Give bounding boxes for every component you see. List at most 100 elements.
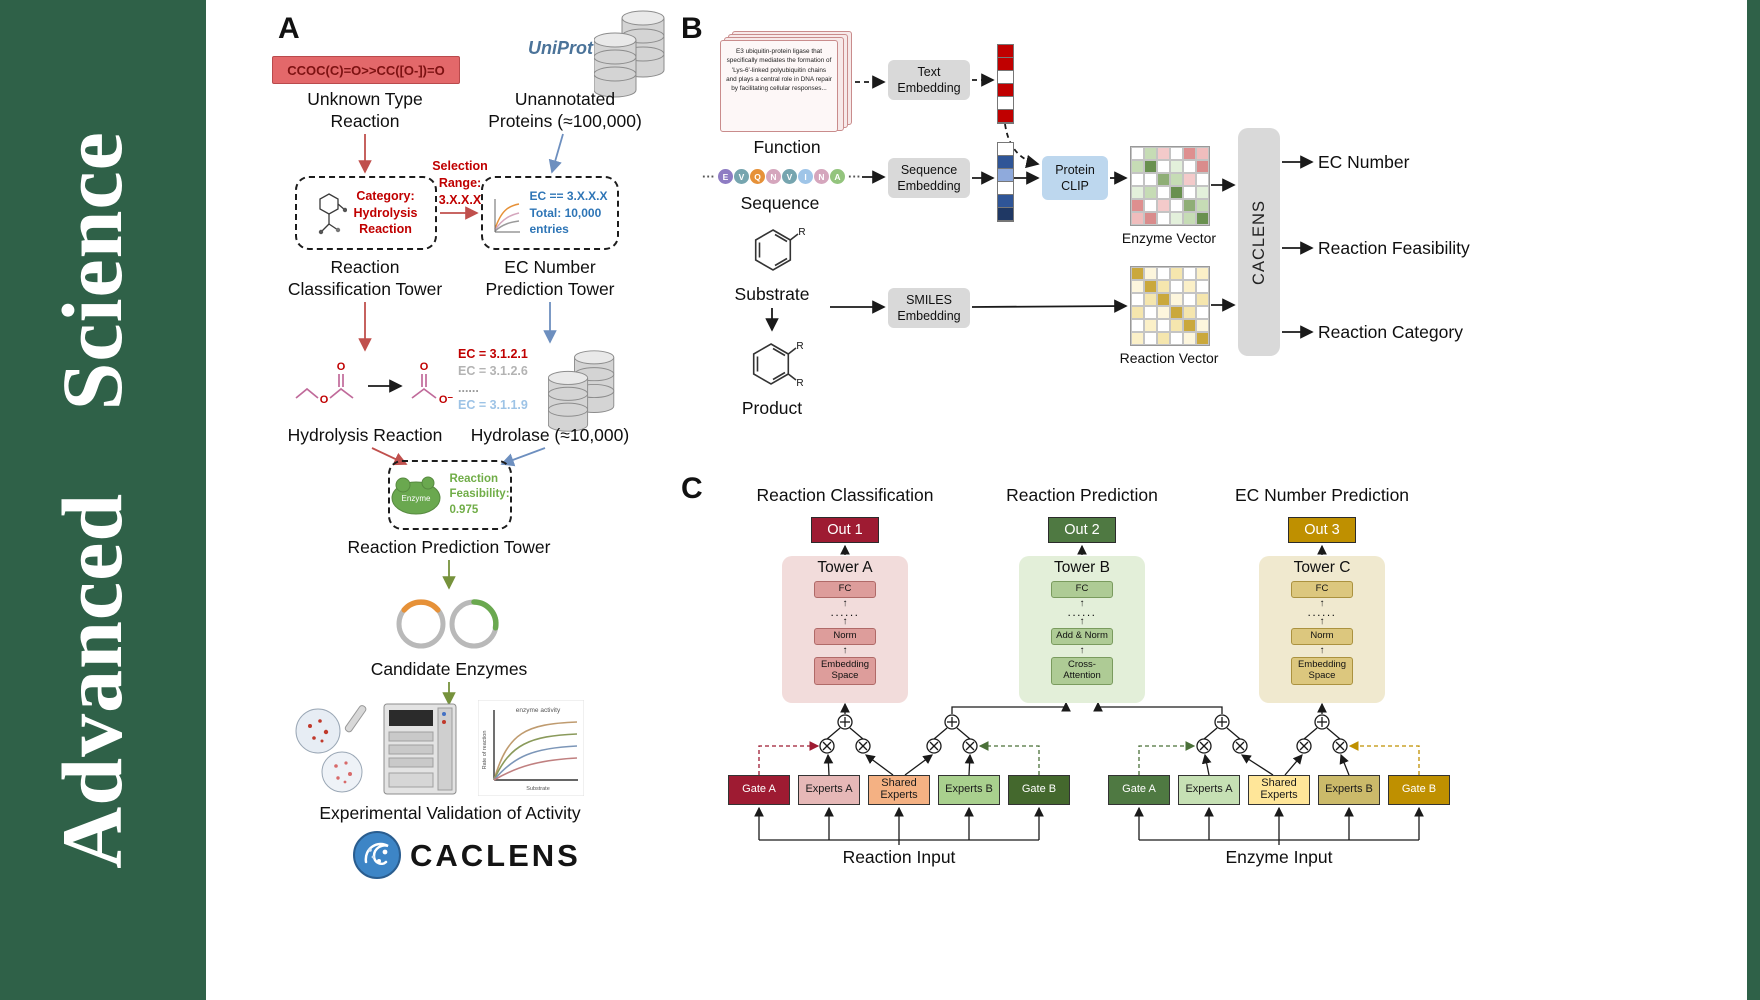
matrix-cell	[1183, 199, 1196, 212]
selection-range-label: Selection Range: 3.X.X.X	[432, 159, 488, 207]
vector-cell	[998, 208, 1013, 221]
product-molecule: R R	[752, 341, 804, 389]
residue-circle: E	[718, 169, 733, 184]
database-stack-icon	[594, 10, 665, 98]
ellipsis-left: ···	[702, 169, 715, 184]
output-reaction-feasibility: Reaction Feasibility	[1318, 238, 1470, 258]
panel-c-label: C	[681, 472, 703, 505]
matrix-cell	[1170, 332, 1183, 345]
hydrolase-label: Hydrolase (≈10,000)	[470, 425, 630, 445]
sum-node	[837, 714, 853, 730]
matrix-cell	[1170, 280, 1183, 293]
matrix-cell	[1144, 267, 1157, 280]
sum-node	[944, 714, 960, 730]
matrix-cell	[1131, 267, 1144, 280]
tower-b: Tower B FC ↑ ...... ↑ Add & Norm ↑ Cross…	[1019, 556, 1145, 703]
function-label: Function	[753, 137, 821, 157]
matrix-cell	[1196, 319, 1209, 332]
out1-box: Out 1	[811, 517, 879, 543]
vector-cell	[998, 110, 1013, 123]
function-card-front: E3 ubiquitin-protein ligase that specifi…	[720, 40, 838, 132]
caclens-wordmark: CACLENS	[410, 838, 581, 873]
matrix-cell	[1157, 332, 1170, 345]
matrix-cell	[1131, 160, 1144, 173]
product-node	[855, 738, 871, 754]
residue-circle: N	[814, 169, 829, 184]
matrix-cell	[1131, 147, 1144, 160]
svg-text:R: R	[796, 341, 803, 352]
matrix-cell	[1196, 186, 1209, 199]
up-arrow-icon: ↑	[842, 597, 848, 609]
matrix-cell	[1157, 306, 1170, 319]
category-text: Category: Hydrolysis Reaction	[353, 188, 418, 237]
smiles-embedding-box: SMILES Embedding	[888, 288, 970, 328]
vector-cell	[998, 45, 1013, 58]
product-label: Product	[741, 398, 803, 418]
matrix-cell	[1196, 199, 1209, 212]
residue-circle: A	[830, 169, 845, 184]
moe-gate-a: Gate A	[728, 775, 790, 805]
enzyme-input-label: Enzyme Input	[1225, 847, 1333, 867]
matrix-cell	[1131, 199, 1144, 212]
col-title-ec-number-prediction: EC Number Prediction	[1234, 485, 1410, 505]
output-ec-number: EC Number	[1318, 152, 1410, 172]
svg-text:Enzyme: Enzyme	[402, 494, 431, 503]
matrix-cell	[1183, 280, 1196, 293]
up-arrow-icon: ↑	[1079, 615, 1085, 627]
molecule-icon	[318, 193, 347, 235]
matrix-cell	[1196, 267, 1209, 280]
matrix-cell	[1144, 199, 1157, 212]
up-arrow-icon: ↑	[842, 644, 848, 656]
matrix-cell	[1144, 306, 1157, 319]
kinetic-curves-icon	[494, 199, 521, 233]
unknown-reaction-label: Unknown Type Reaction	[307, 89, 423, 132]
ec-number-item: EC = 3.1.2.6	[458, 364, 528, 378]
ec-number-item: ......	[458, 381, 479, 395]
matrix-cell	[1157, 267, 1170, 280]
matrix-cell	[1170, 173, 1183, 186]
substrate-label: Substrate	[734, 284, 810, 304]
matrix-cell	[1157, 319, 1170, 332]
caclens-module-box: CACLENS	[1238, 128, 1280, 356]
svg-text:Rate of reaction: Rate of reaction	[482, 731, 488, 770]
journal-name: Advanced Science	[44, 131, 140, 869]
vector-cell	[998, 58, 1013, 71]
ester-molecule: O O	[295, 361, 354, 406]
matrix-cell	[1157, 173, 1170, 186]
out3-box: Out 3	[1288, 517, 1356, 543]
matrix-cell	[1196, 160, 1209, 173]
ec-number-item: EC = 3.1.2.1	[458, 347, 528, 361]
out2-box: Out 2	[1048, 517, 1116, 543]
col-title-reaction-classification: Reaction Classification	[756, 485, 934, 505]
reaction-classification-tower-label: Reaction Classification Tower	[287, 257, 443, 300]
matrix-cell	[1144, 332, 1157, 345]
matrix-cell	[1183, 160, 1196, 173]
reaction-input-label: Reaction Input	[842, 847, 956, 867]
matrix-cell	[1157, 160, 1170, 173]
product-node	[1232, 738, 1248, 754]
carboxylate-molecule: O O⁻	[411, 361, 453, 406]
reaction-prediction-tower-label: Reaction Prediction Tower	[347, 537, 551, 557]
matrix-cell	[1131, 293, 1144, 306]
vector-cell	[998, 195, 1013, 208]
journal-sidebar	[0, 0, 206, 1000]
hydrolysis-reaction-label: Hydrolysis Reaction	[287, 425, 443, 445]
ec-selection-text: EC == 3.X.X.X Total: 10,000 entries	[529, 188, 608, 237]
product-node	[1196, 738, 1212, 754]
matrix-cell	[1131, 212, 1144, 225]
matrix-cell	[1157, 186, 1170, 199]
matrix-cell	[1157, 147, 1170, 160]
matrix-cell	[1170, 212, 1183, 225]
moe-shared-experts: Shared Experts	[868, 775, 930, 805]
ec-selection-dashed-box: EC == 3.X.X.X Total: 10,000 entries	[481, 176, 619, 250]
moe-experts-a: Experts A	[1178, 775, 1240, 805]
matrix-cell	[1144, 147, 1157, 160]
up-arrow-icon: ↑	[1079, 644, 1085, 656]
sum-node	[1214, 714, 1230, 730]
vector-cell	[998, 84, 1013, 97]
